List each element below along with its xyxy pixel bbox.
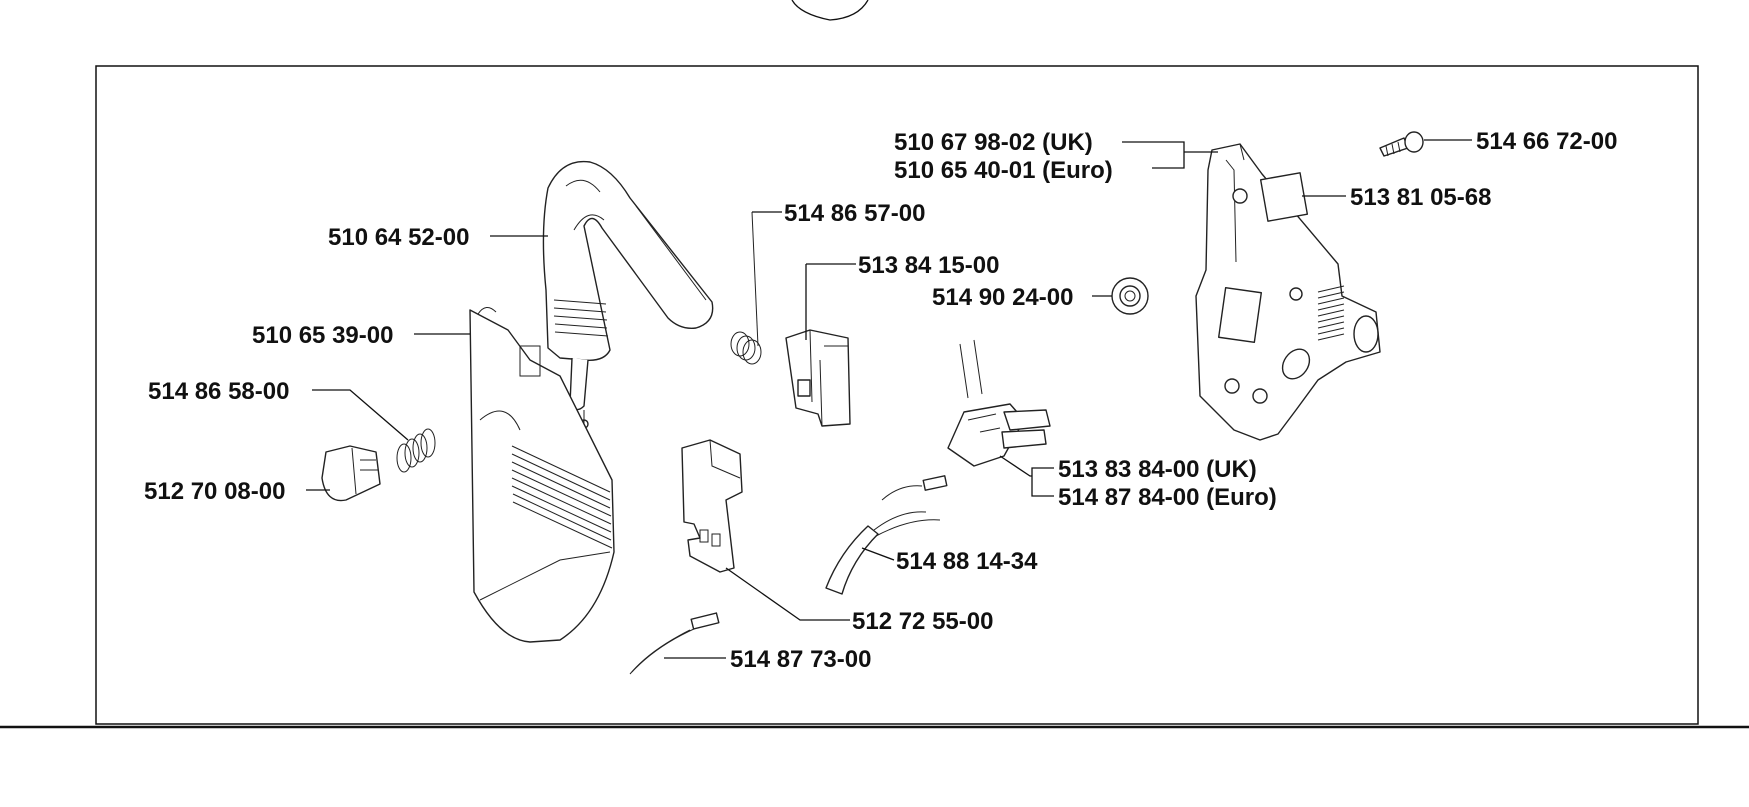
screw-part <box>1379 131 1424 157</box>
side-cover-part <box>1195 143 1381 441</box>
label-514-88-14-34: 514 88 14-34 <box>896 548 1038 575</box>
label-510-65-40-01: 510 65 40-01 (Euro) <box>894 157 1113 184</box>
label-514-87-73-00: 514 87 73-00 <box>730 646 871 673</box>
label-512-70-08-00: 512 70 08-00 <box>144 478 285 505</box>
diagram-frame <box>95 65 1699 725</box>
cable-part <box>825 475 948 595</box>
spring-part <box>396 428 436 473</box>
handle-part <box>542 160 714 429</box>
wire-part <box>629 612 720 675</box>
grommet-part <box>1111 277 1149 315</box>
label-514-86-58-00: 514 86 58-00 <box>148 378 289 405</box>
torsion-spring-part <box>730 211 762 365</box>
label-514-86-57-00: 514 86 57-00 <box>784 200 925 227</box>
label-513-83-84-00: 513 83 84-00 (UK) <box>1058 456 1257 483</box>
connector-part <box>947 339 1051 467</box>
label-513-81-05-68: 513 81 05-68 <box>1350 184 1491 211</box>
label-510-67-98-02: 510 67 98-02 (UK) <box>894 129 1093 156</box>
label-510-64-52-00: 510 64 52-00 <box>328 224 469 251</box>
top-arc <box>791 0 869 21</box>
label-514-87-84-00: 514 87 84-00 (Euro) <box>1058 484 1277 511</box>
label-513-84-15-00: 513 84 15-00 <box>858 252 999 279</box>
label-514-90-24-00: 514 90 24-00 <box>932 284 1073 311</box>
terminal-plate-part <box>681 439 743 573</box>
label-514-66-72-00: 514 66 72-00 <box>1476 128 1617 155</box>
block-part <box>785 264 851 427</box>
button-part <box>321 445 381 502</box>
housing-part <box>469 307 615 643</box>
leader-lines <box>306 139 1472 659</box>
label-512-72-55-00: 512 72 55-00 <box>852 608 993 635</box>
part-labels: 510 67 98-02 (UK) 510 65 40-01 (Euro) 51… <box>144 128 1617 673</box>
label-510-65-39-00: 510 65 39-00 <box>252 322 393 349</box>
